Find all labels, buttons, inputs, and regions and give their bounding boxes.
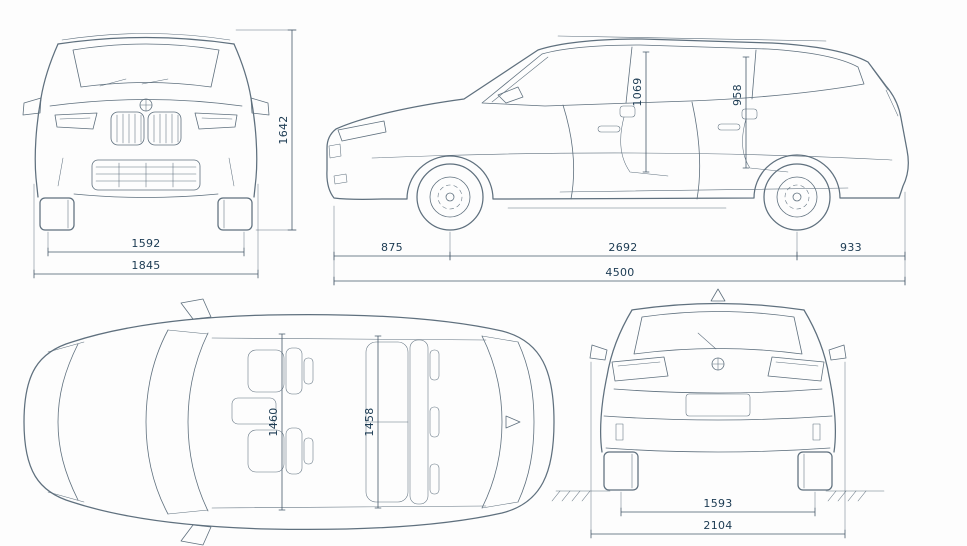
top-dim-rear-interior-width: 1458 xyxy=(363,335,382,509)
rear-wheel xyxy=(763,163,831,231)
front-lower-intake xyxy=(91,159,201,191)
taillights xyxy=(611,356,825,382)
top-hood xyxy=(47,341,85,503)
side-view-drawing: 1069 958 875 2692 933 4500 xyxy=(326,35,909,286)
bmw-roundel-icon-rear xyxy=(711,357,725,371)
top-windshield xyxy=(145,329,209,515)
kidney-grille xyxy=(110,111,182,146)
ground-hatching xyxy=(551,490,885,502)
shark-fin-antenna-icon xyxy=(505,415,521,429)
bmw-roundel-icon xyxy=(139,98,153,112)
dim-label-rear-interior-width: 1458 xyxy=(363,407,376,436)
side-greenhouse xyxy=(481,44,865,107)
front-windshield xyxy=(72,43,220,88)
rear-roof xyxy=(606,288,830,377)
front-dim-overall-height: 1642 xyxy=(235,29,297,231)
front-side-mirrors xyxy=(22,97,270,116)
rear-dim-track-width: 1593 xyxy=(620,491,816,517)
front-dim-track-width: 1592 xyxy=(47,231,245,257)
front-wheels xyxy=(39,197,253,231)
shark-fin-antenna-icon-rear xyxy=(710,288,726,302)
dim-label-rear-width-mirrors: 2104 xyxy=(703,519,732,532)
dim-label-rear-track: 1593 xyxy=(703,497,732,510)
roof-rail xyxy=(557,35,827,42)
top-dim-front-interior-width: 1460 xyxy=(267,333,286,511)
rear-side-mirrors xyxy=(589,344,847,361)
dim-label-front-overhang: 875 xyxy=(381,241,403,254)
dim-label-front-track: 1592 xyxy=(131,237,160,250)
front-roof xyxy=(40,33,252,99)
top-rear-bench xyxy=(365,339,440,505)
side-doors xyxy=(371,101,893,209)
roof-rails-top xyxy=(211,337,487,509)
rear-view-drawing: 1593 2104 xyxy=(551,288,885,539)
side-dim-front-interior-height: 1069 xyxy=(631,51,650,173)
dim-label-height: 1642 xyxy=(277,115,290,144)
top-front-seats xyxy=(231,347,314,475)
front-dim-overall-width: 1845 xyxy=(33,183,259,279)
side-dim-rows: 875 2692 933 4500 xyxy=(333,191,906,286)
interior-seats xyxy=(559,105,849,193)
side-rear-details xyxy=(871,67,899,117)
dim-label-wheelbase: 2692 xyxy=(608,241,637,254)
rear-dim-width-mirrors: 2104 xyxy=(590,361,846,539)
dim-label-front-interior-height: 1069 xyxy=(631,77,644,106)
rear-bumper xyxy=(603,415,833,453)
top-rear-window xyxy=(481,335,535,509)
side-dim-rear-interior-height: 958 xyxy=(731,56,750,169)
dim-label-rear-overhang: 933 xyxy=(840,241,862,254)
top-body-outline xyxy=(23,313,555,531)
side-body-outline xyxy=(326,38,909,200)
top-side-mirrors xyxy=(180,298,212,546)
dim-label-front-interior-width: 1460 xyxy=(267,407,280,436)
top-view-drawing: 1460 1458 xyxy=(23,298,555,546)
rear-tailgate xyxy=(613,388,823,417)
side-front-details xyxy=(328,86,524,185)
front-view-drawing: 1592 1845 1642 xyxy=(22,29,297,279)
dim-label-front-width: 1845 xyxy=(131,259,160,272)
dim-label-rear-interior-height: 958 xyxy=(731,84,744,106)
dim-label-overall-length: 4500 xyxy=(605,266,634,279)
rear-wheels xyxy=(603,451,833,491)
rear-window xyxy=(633,311,803,355)
headlights xyxy=(54,112,238,130)
rear-body-sides xyxy=(600,375,836,453)
front-wheel xyxy=(416,163,484,231)
